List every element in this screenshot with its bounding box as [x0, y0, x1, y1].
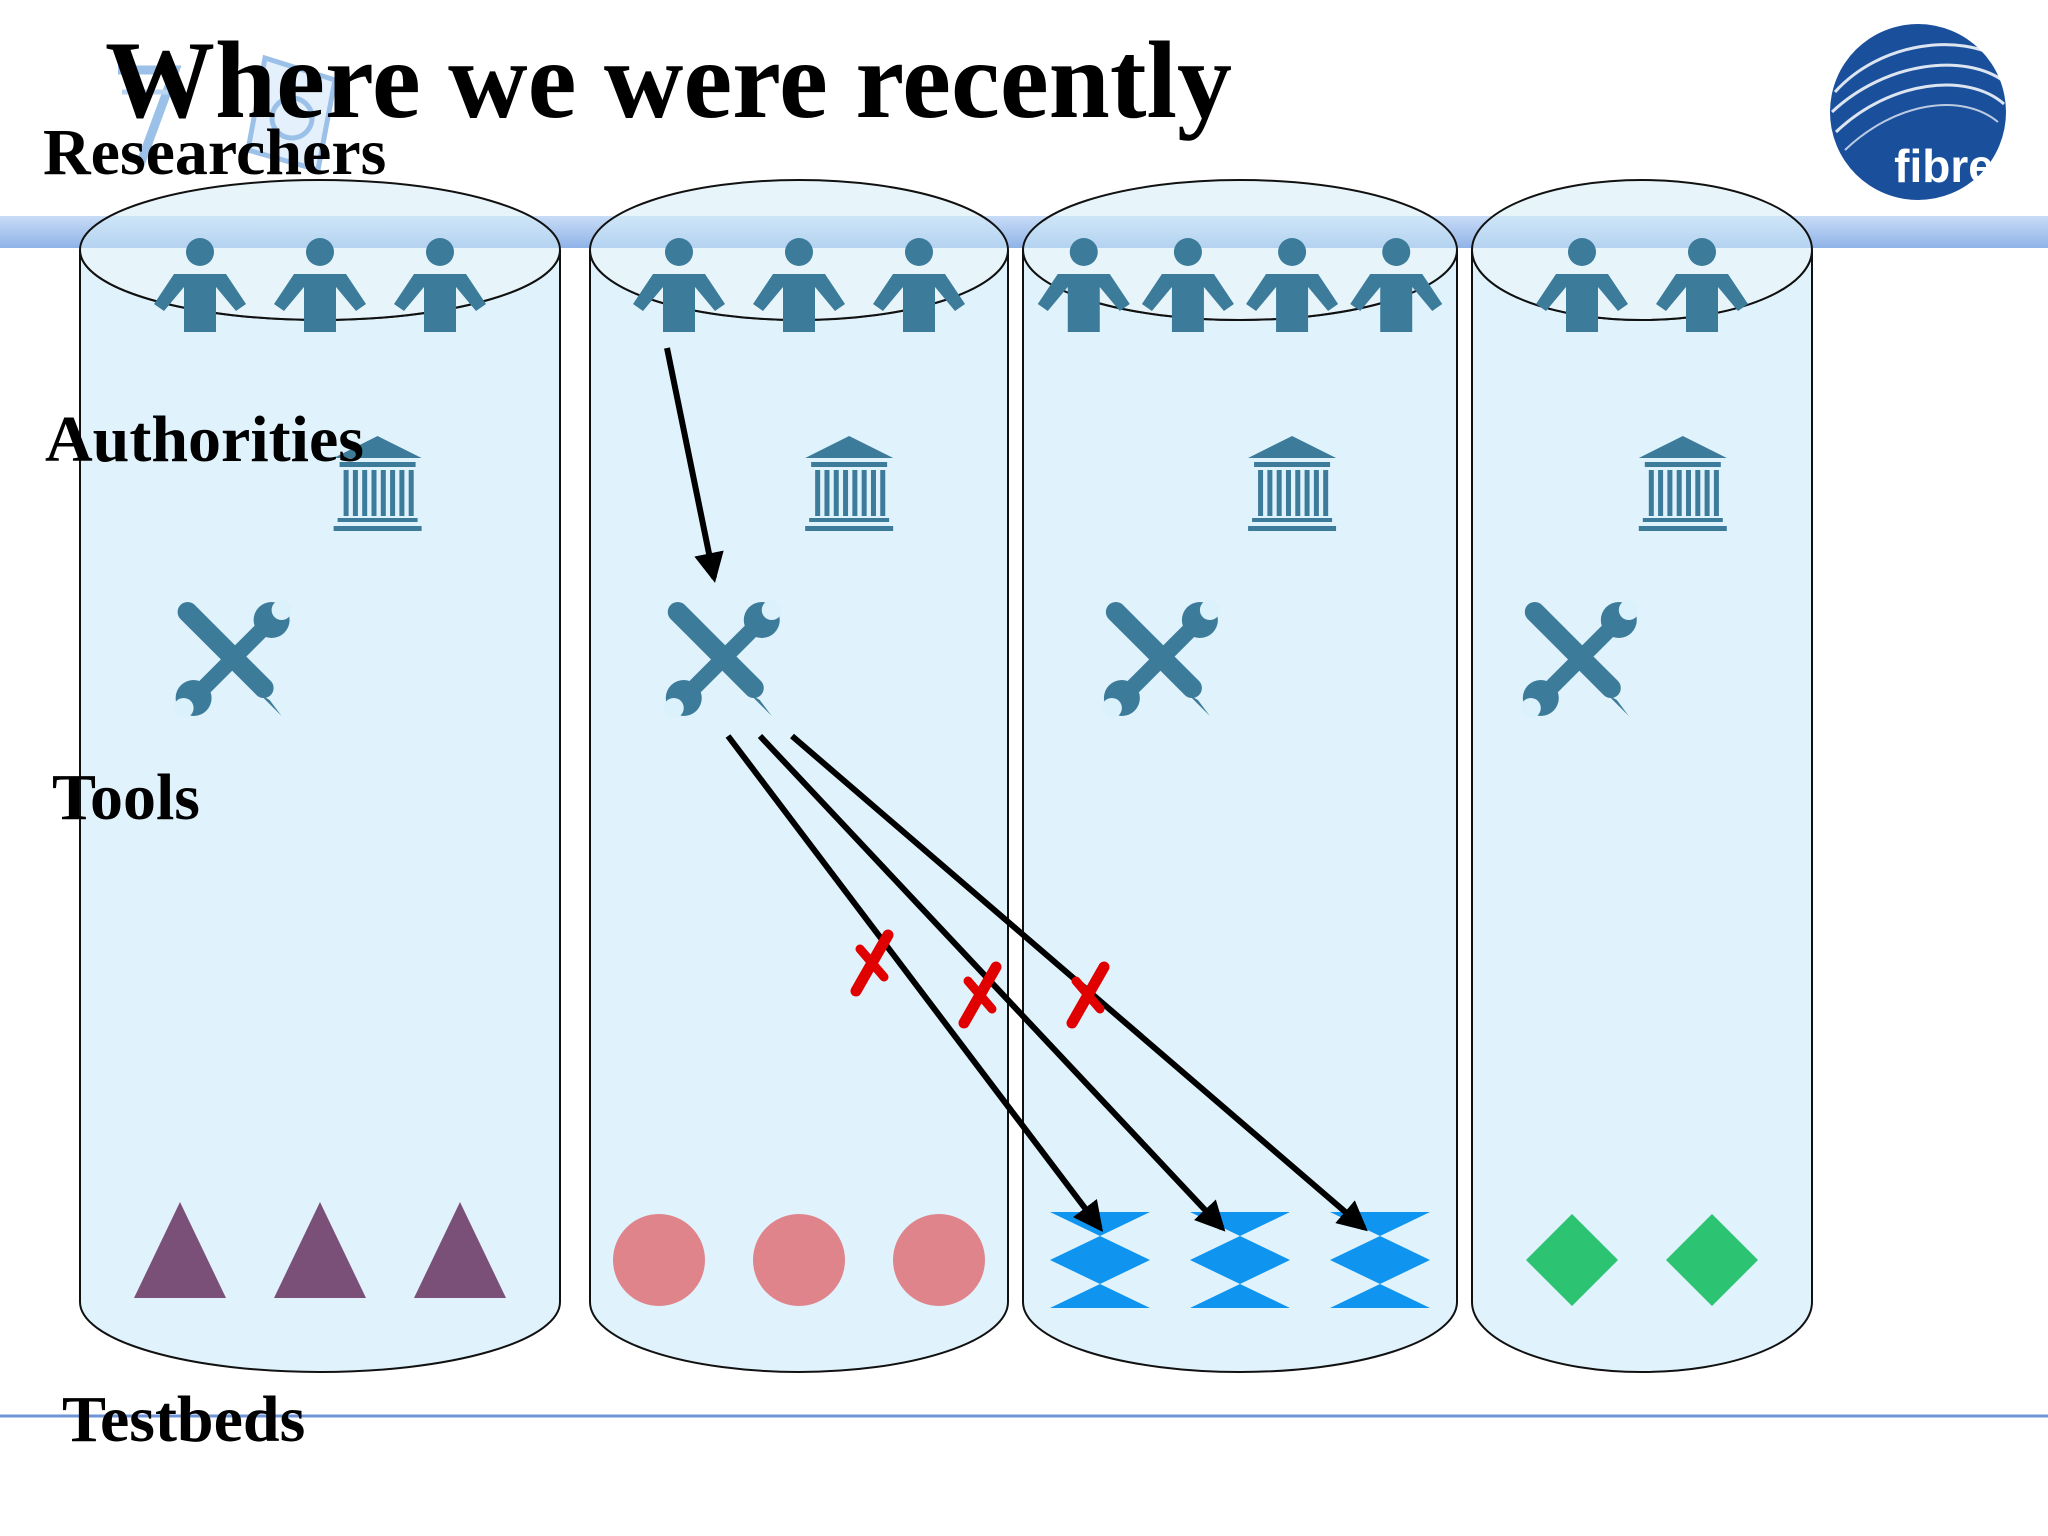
testbed-circle-icon: [753, 1214, 845, 1306]
project-logo-watermark: [118, 54, 338, 174]
authority-building-icon: [1638, 436, 1727, 531]
failed-link-cross-icon: [958, 961, 1002, 1029]
failed-link-cross-icon: [1066, 961, 1110, 1029]
researcher-icon: [394, 238, 486, 332]
researcher-icon: [1656, 238, 1748, 332]
cylinder-body: [589, 249, 1009, 1373]
testbed-triangle-icon: [414, 1202, 506, 1298]
label-researchers: Researchers: [43, 116, 387, 189]
tools-icon: [173, 600, 292, 718]
researcher-icon: [1536, 238, 1628, 332]
cylinder-4: [1471, 179, 1813, 1373]
researcher-icon: [633, 238, 725, 332]
researcher-icon: [274, 238, 366, 332]
cylinder-body: [1471, 249, 1813, 1373]
testbed-circle-icon: [613, 1214, 705, 1306]
cylinder-top: [1471, 179, 1813, 321]
failed-link-cross-icon: [850, 929, 894, 997]
tools-icon: [1101, 600, 1220, 718]
researcher-icon: [154, 238, 246, 332]
label-tools: Tools: [52, 761, 200, 834]
testbed-diamond-icon: [1526, 1214, 1618, 1306]
testbed-diamond-icon: [1666, 1214, 1758, 1306]
label-authorities: Authorities: [45, 403, 364, 476]
authority-building-icon: [1248, 436, 1337, 531]
arrow-tool-to-testbed: [725, 734, 1104, 1232]
researcher-icon: [1037, 238, 1130, 332]
tools-icon: [663, 600, 782, 718]
cylinder-body: [1022, 249, 1458, 1373]
testbed-circle-icon: [893, 1214, 985, 1306]
tools-icon: [1520, 600, 1639, 718]
researcher-icon: [1350, 238, 1443, 332]
testbed-triangle-icon: [134, 1202, 226, 1298]
slide-title: Where we were recently: [105, 19, 1233, 141]
fibre-logo-text: fibre: [1894, 140, 1994, 192]
researcher-icon: [1141, 238, 1234, 332]
label-testbeds: Testbeds: [62, 1383, 306, 1456]
researcher-icon: [873, 238, 965, 332]
cylinder-3: [1022, 179, 1458, 1373]
authority-building-icon: [333, 436, 422, 531]
researcher-icon: [753, 238, 845, 332]
authority-building-icon: [805, 436, 894, 531]
researcher-icon: [1246, 238, 1339, 332]
testbed-triangle-icon: [274, 1202, 366, 1298]
arrow-researcher-to-tool: [664, 347, 724, 583]
cylinder-top: [1022, 179, 1458, 321]
fibre-logo: fibre: [1830, 24, 2006, 200]
